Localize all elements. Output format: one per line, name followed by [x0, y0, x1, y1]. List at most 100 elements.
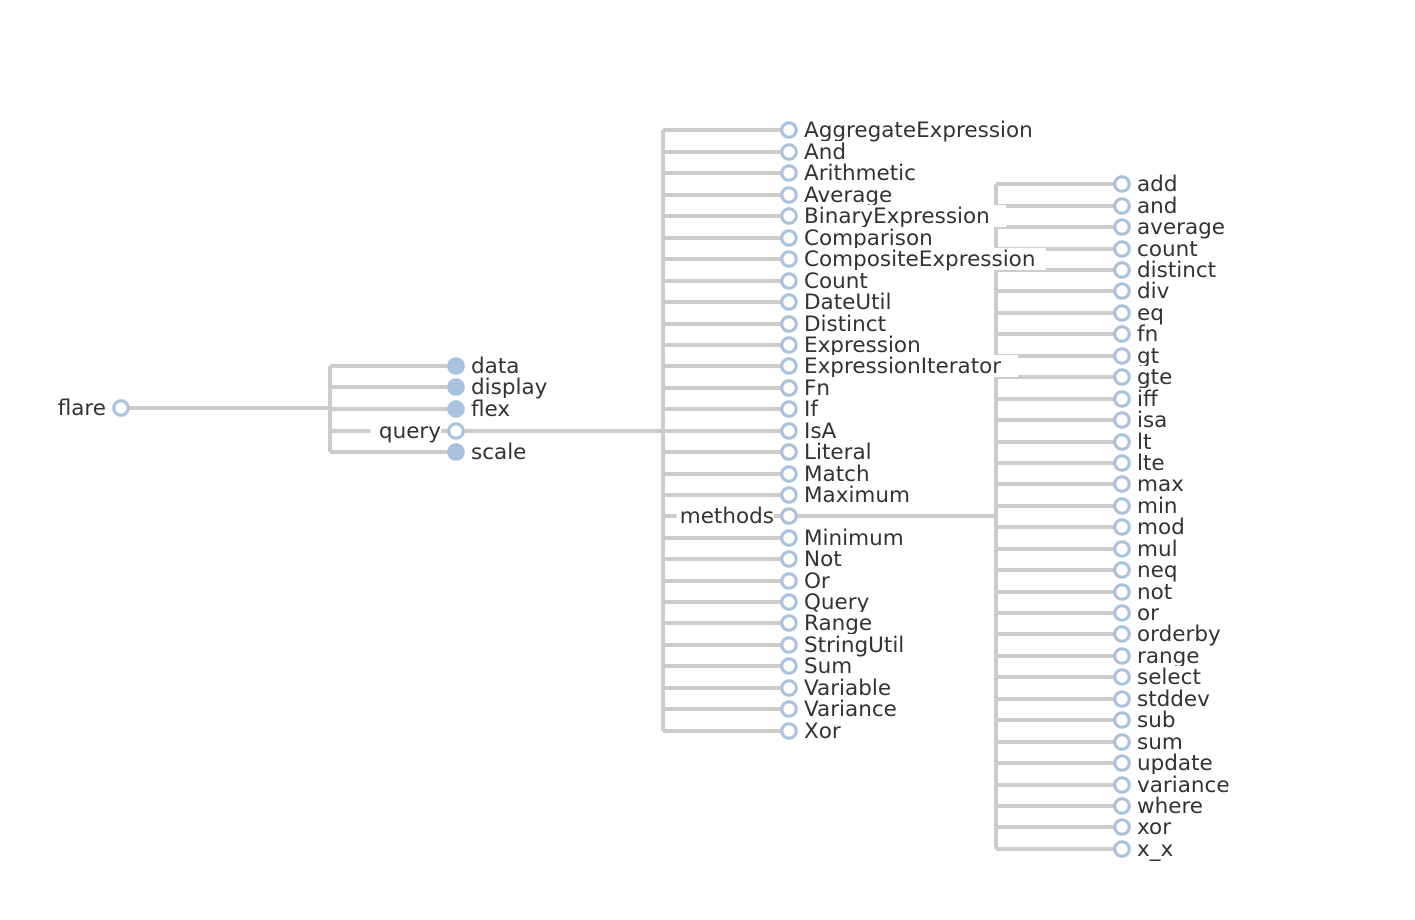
tree-node-dateutil[interactable]: DateUtil — [780, 290, 892, 315]
tree-node-sum[interactable]: sum — [1113, 730, 1186, 755]
tree-node-gte[interactable]: gte — [1113, 365, 1173, 390]
node-circle-distinct[interactable] — [1113, 261, 1131, 279]
node-circle-isa[interactable] — [1113, 411, 1131, 429]
node-circle-sum[interactable] — [780, 657, 798, 675]
tree-node-average[interactable]: Average — [780, 183, 900, 208]
tree-node-query[interactable]: query — [370, 419, 465, 444]
tree-node-flare[interactable]: flare — [47, 396, 130, 421]
node-circle-lte[interactable] — [1113, 454, 1131, 472]
node-circle-query[interactable] — [780, 593, 798, 611]
tree-node-and[interactable]: and — [1113, 194, 1179, 219]
node-circle-binaryexpression[interactable] — [780, 207, 798, 225]
tree-node-max[interactable]: max — [1113, 472, 1186, 497]
tree-node-query[interactable]: Query — [780, 590, 874, 615]
node-circle-and[interactable] — [780, 143, 798, 161]
node-circle-gt[interactable] — [1113, 347, 1131, 365]
tree-node-mul[interactable]: mul — [1113, 537, 1180, 562]
tree-node-eq[interactable]: eq — [1113, 301, 1166, 326]
node-circle-range[interactable] — [1113, 647, 1131, 665]
tree-node-sum[interactable]: Sum — [780, 654, 855, 679]
node-circle-div[interactable] — [1113, 282, 1131, 300]
tree-node-min[interactable]: min — [1113, 494, 1180, 519]
node-circle-and[interactable] — [1113, 197, 1131, 215]
tree-node-lte[interactable]: lte — [1113, 451, 1168, 476]
tree-node-orderby[interactable]: orderby — [1113, 622, 1231, 647]
tree-node-literal[interactable]: Literal — [780, 440, 883, 465]
node-circle-mul[interactable] — [1113, 540, 1131, 558]
tree-node-display[interactable]: display — [447, 375, 553, 400]
node-circle-update[interactable] — [1113, 754, 1131, 772]
tree-node-lt[interactable]: lt — [1113, 430, 1155, 455]
node-circle-flare[interactable] — [112, 399, 130, 417]
tree-node-expression[interactable]: Expression — [780, 333, 933, 358]
tree-node-isa[interactable]: IsA — [780, 419, 843, 444]
node-circle-average[interactable] — [780, 186, 798, 204]
node-circle-dateutil[interactable] — [780, 293, 798, 311]
tree-node-binaryexpression[interactable]: BinaryExpression — [780, 204, 1007, 229]
tree-node-range[interactable]: range — [1113, 644, 1205, 669]
node-circle-neq[interactable] — [1113, 561, 1131, 579]
node-circle-comparison[interactable] — [780, 229, 798, 247]
node-circle-x-x[interactable] — [1113, 840, 1131, 858]
node-circle-where[interactable] — [1113, 797, 1131, 815]
tree-node-average[interactable]: average — [1113, 215, 1231, 240]
tree-node-gt[interactable]: gt — [1113, 344, 1160, 369]
node-circle-fn[interactable] — [1113, 325, 1131, 343]
node-circle-stringutil[interactable] — [780, 636, 798, 654]
tree-node-sub[interactable]: sub — [1113, 708, 1179, 733]
tree-node-methods[interactable]: methods — [676, 504, 798, 529]
node-circle-lt[interactable] — [1113, 433, 1131, 451]
tree-node-comparison[interactable]: Comparison — [780, 226, 940, 251]
node-circle-minimum[interactable] — [780, 529, 798, 547]
tree-node-flex[interactable]: flex — [447, 397, 514, 422]
tree-node-count[interactable]: Count — [780, 269, 868, 294]
node-circle-not[interactable] — [780, 550, 798, 568]
tree-node-div[interactable]: div — [1113, 279, 1173, 304]
tree-node-isa[interactable]: isa — [1113, 408, 1173, 433]
node-circle-iff[interactable] — [1113, 390, 1131, 408]
tree-node-neq[interactable]: neq — [1113, 558, 1179, 583]
tree-node-compositeexpression[interactable]: CompositeExpression — [780, 247, 1046, 272]
tree-node-or[interactable]: Or — [780, 569, 835, 594]
node-circle-data[interactable] — [447, 357, 465, 375]
tree-node-iff[interactable]: iff — [1113, 387, 1162, 412]
tree-node-minimum[interactable]: Minimum — [780, 526, 907, 551]
node-circle-maximum[interactable] — [780, 486, 798, 504]
tree-node-arithmetic[interactable]: Arithmetic — [780, 161, 922, 186]
tree-node-and[interactable]: And — [780, 140, 848, 165]
tree-node-where[interactable]: where — [1113, 794, 1212, 819]
node-circle-max[interactable] — [1113, 475, 1131, 493]
tree-node-variable[interactable]: Variable — [780, 676, 901, 701]
node-circle-mod[interactable] — [1113, 518, 1131, 536]
node-circle-xor[interactable] — [1113, 818, 1131, 836]
tree-node-distinct[interactable]: distinct — [1113, 258, 1220, 283]
tree-node-range[interactable]: Range — [780, 611, 874, 636]
tree-node-scale[interactable]: scale — [447, 440, 533, 465]
node-circle-expression[interactable] — [780, 336, 798, 354]
tree-node-stddev[interactable]: stddev — [1113, 687, 1212, 712]
tree-node-aggregateexpression[interactable]: AggregateExpression — [780, 118, 1045, 143]
tree-node-if[interactable]: If — [780, 397, 822, 422]
tree-node-update[interactable]: update — [1113, 751, 1213, 776]
node-circle-stddev[interactable] — [1113, 690, 1131, 708]
node-circle-arithmetic[interactable] — [780, 164, 798, 182]
tree-node-stringutil[interactable]: StringUtil — [780, 633, 912, 658]
node-circle-select[interactable] — [1113, 668, 1131, 686]
node-circle-average[interactable] — [1113, 218, 1131, 236]
tree-node-variance[interactable]: variance — [1113, 773, 1238, 798]
tree-node-count[interactable]: count — [1113, 237, 1199, 262]
tree-node-fn[interactable]: fn — [1113, 322, 1160, 347]
node-circle-match[interactable] — [780, 465, 798, 483]
tree-node-expressioniterator[interactable]: ExpressionIterator — [780, 354, 1019, 379]
node-circle-count[interactable] — [780, 272, 798, 290]
node-circle-literal[interactable] — [780, 443, 798, 461]
tree-node-select[interactable]: select — [1113, 665, 1206, 690]
node-circle-sum[interactable] — [1113, 733, 1131, 751]
tree-node-fn[interactable]: Fn — [780, 376, 835, 401]
node-circle-methods[interactable] — [780, 507, 798, 525]
node-circle-variance[interactable] — [780, 700, 798, 718]
node-circle-range[interactable] — [780, 614, 798, 632]
tree-node-add[interactable]: add — [1113, 172, 1179, 197]
node-circle-count[interactable] — [1113, 240, 1131, 258]
node-circle-add[interactable] — [1113, 175, 1131, 193]
